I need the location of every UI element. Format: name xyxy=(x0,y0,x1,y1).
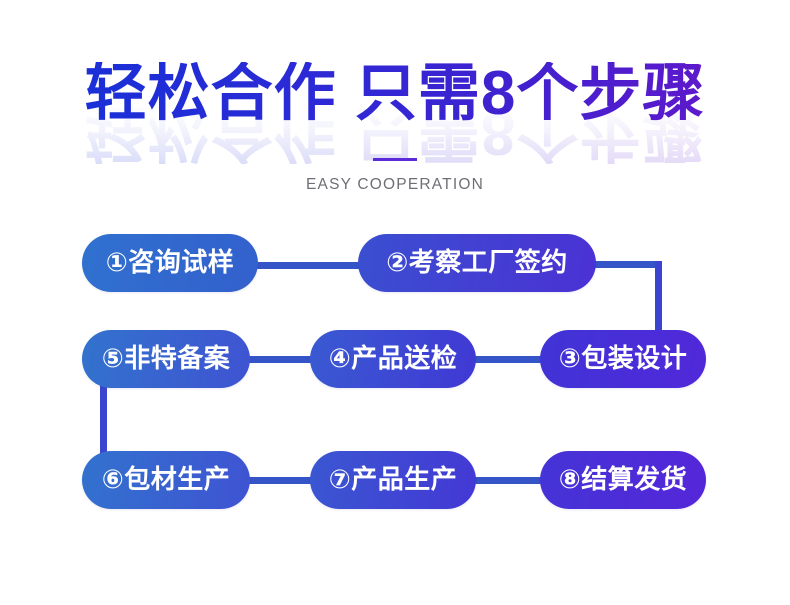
connector-step1-step2 xyxy=(250,262,366,269)
connector-step5-step6-vertical xyxy=(100,372,107,474)
flow-step-6-label: ⑥包材生产 xyxy=(101,464,231,494)
flow-step-5-label: ⑤非特备案 xyxy=(101,343,231,373)
page-subtitle: EASY COOPERATION xyxy=(306,176,484,193)
flow-step-4-label: ④产品送检 xyxy=(328,343,458,373)
flow-step-2-label: ②考察工厂签约 xyxy=(386,247,568,277)
flow-step-8-label: ⑧结算发货 xyxy=(558,464,688,494)
connector-step2-step3-horizontal xyxy=(590,261,662,268)
page-title-reflection: 轻松合作 只需8个步骤 xyxy=(0,98,790,167)
connector-step4-step5 xyxy=(240,356,320,363)
flow-step-4[interactable]: ④产品送检 xyxy=(310,330,476,388)
flow-step-6[interactable]: ⑥包材生产 xyxy=(82,451,250,509)
page-title: 轻松合作 只需8个步骤 xyxy=(0,62,790,125)
connector-step3-step4 xyxy=(468,356,548,363)
flow-step-1[interactable]: ①咨询试样 xyxy=(82,234,258,292)
flow-step-8[interactable]: ⑧结算发货 xyxy=(540,451,706,509)
flow-step-3-label: ③包装设计 xyxy=(558,343,688,373)
page-title-block: 轻松合作 只需8个步骤 轻松合作 只需8个步骤 xyxy=(0,62,790,168)
flow-step-7-label: ⑦产品生产 xyxy=(328,464,458,494)
connector-step6-step7 xyxy=(240,477,320,484)
flow-step-5[interactable]: ⑤非特备案 xyxy=(82,330,250,388)
flow-step-2[interactable]: ②考察工厂签约 xyxy=(358,234,596,292)
connector-step7-step8 xyxy=(468,477,548,484)
connector-step2-step3-vertical xyxy=(655,261,662,353)
title-divider xyxy=(373,158,417,161)
flow-step-3[interactable]: ③包装设计 xyxy=(540,330,706,388)
flow-step-7[interactable]: ⑦产品生产 xyxy=(310,451,476,509)
flow-step-1-label: ①咨询试样 xyxy=(105,247,235,277)
